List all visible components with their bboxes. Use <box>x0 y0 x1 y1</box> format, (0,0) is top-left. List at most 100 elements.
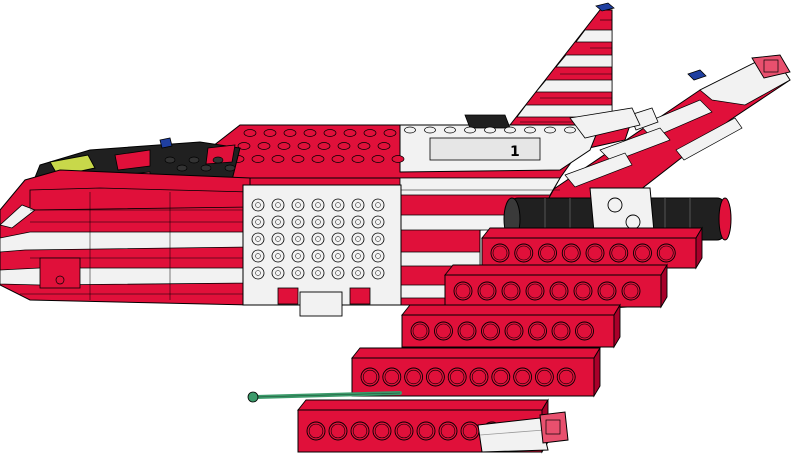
grille-stud <box>351 249 365 263</box>
plate-tube <box>372 421 392 441</box>
top-stud <box>351 155 365 163</box>
grille-stud <box>311 198 325 212</box>
top-stud <box>283 129 297 137</box>
plate-tube <box>525 281 545 301</box>
grille-stud <box>331 198 345 212</box>
grille-stud <box>271 266 285 280</box>
grille-stud <box>351 215 365 229</box>
plate-tube <box>528 321 547 341</box>
plate-tube <box>501 281 521 301</box>
plate-tube <box>561 243 581 263</box>
top-stud <box>383 129 397 137</box>
plate-tube <box>504 321 524 341</box>
plate-tube <box>575 321 594 341</box>
top-stud <box>564 126 576 134</box>
grille-stud <box>251 266 265 280</box>
loose-plate-3 <box>401 303 621 349</box>
top-stud <box>277 142 291 150</box>
top-stud <box>337 142 351 150</box>
loose-plate-4 <box>351 346 601 398</box>
plate-tube <box>534 367 554 387</box>
plate-tube <box>549 281 569 301</box>
cockpit-stud <box>200 164 212 172</box>
right-wing <box>544 54 791 206</box>
grille-stud <box>311 215 325 229</box>
top-stud <box>257 142 271 150</box>
top-stud <box>504 126 516 134</box>
plate-tube <box>490 243 510 263</box>
top-stud <box>464 126 476 134</box>
loose-plate-2 <box>444 263 668 309</box>
plate-tube <box>585 243 605 263</box>
top-stud <box>303 129 317 137</box>
top-stud <box>311 155 325 163</box>
loose-plate-1 <box>481 226 703 270</box>
top-stud <box>323 129 337 137</box>
antenna-rod <box>247 391 402 403</box>
plate-tube <box>556 367 576 387</box>
grille-stud <box>291 249 305 263</box>
loose-plates-group <box>297 226 703 454</box>
top-stud <box>251 155 265 163</box>
plate-tube <box>410 321 430 341</box>
plate-tube <box>597 281 617 301</box>
grille-stud <box>271 215 285 229</box>
top-stud <box>371 155 385 163</box>
trans-red-tile <box>539 411 569 444</box>
top-stud <box>237 142 251 150</box>
top-stud <box>263 129 277 137</box>
grille-stud <box>291 266 305 280</box>
grille-stud <box>351 232 365 246</box>
svg-text:1: 1 <box>510 144 520 160</box>
plate-tube <box>416 421 436 441</box>
plate-tube <box>434 321 453 341</box>
plate-tube <box>656 243 676 263</box>
top-stud <box>444 126 456 134</box>
cockpit-stud <box>212 156 224 164</box>
top-stud <box>377 142 391 150</box>
plate-tube <box>328 421 348 441</box>
grille-stud <box>271 232 285 246</box>
grille-stud <box>371 266 385 280</box>
top-stud <box>343 129 357 137</box>
plate-tube <box>477 281 497 301</box>
grille-stud <box>331 249 345 263</box>
plate-tube <box>404 367 424 387</box>
grille-stud <box>371 215 385 229</box>
plate-tube <box>573 281 593 301</box>
grille-stud <box>291 215 305 229</box>
plate-tube <box>447 367 467 387</box>
grille-stud <box>351 266 365 280</box>
grille-stud <box>331 232 345 246</box>
grille-stud <box>331 215 345 229</box>
grille-stud <box>251 232 265 246</box>
top-stud <box>484 126 496 134</box>
top-stud <box>297 142 311 150</box>
top-stud <box>291 155 305 163</box>
top-stud <box>331 155 345 163</box>
tail-fin <box>508 2 615 129</box>
plate-tube <box>425 367 445 387</box>
top-stud <box>404 126 416 134</box>
cockpit-stud <box>224 164 236 172</box>
plate-tube <box>457 321 477 341</box>
plate-tube <box>551 321 571 341</box>
plate-tube <box>621 281 641 301</box>
plate-tube <box>438 421 458 441</box>
top-stud <box>357 142 371 150</box>
grille-stud <box>371 249 385 263</box>
grille-stud <box>271 198 285 212</box>
plate-tube <box>481 321 500 341</box>
cockpit-stud <box>176 164 188 172</box>
plate-tube <box>350 421 370 441</box>
plate-tube <box>469 367 489 387</box>
top-stud <box>524 126 536 134</box>
white-grille-panel <box>242 184 402 317</box>
plate-tube <box>513 367 533 387</box>
cockpit-stud <box>164 156 176 164</box>
top-stud <box>317 142 331 150</box>
grille-stud <box>331 266 345 280</box>
plate-tube <box>538 243 557 263</box>
